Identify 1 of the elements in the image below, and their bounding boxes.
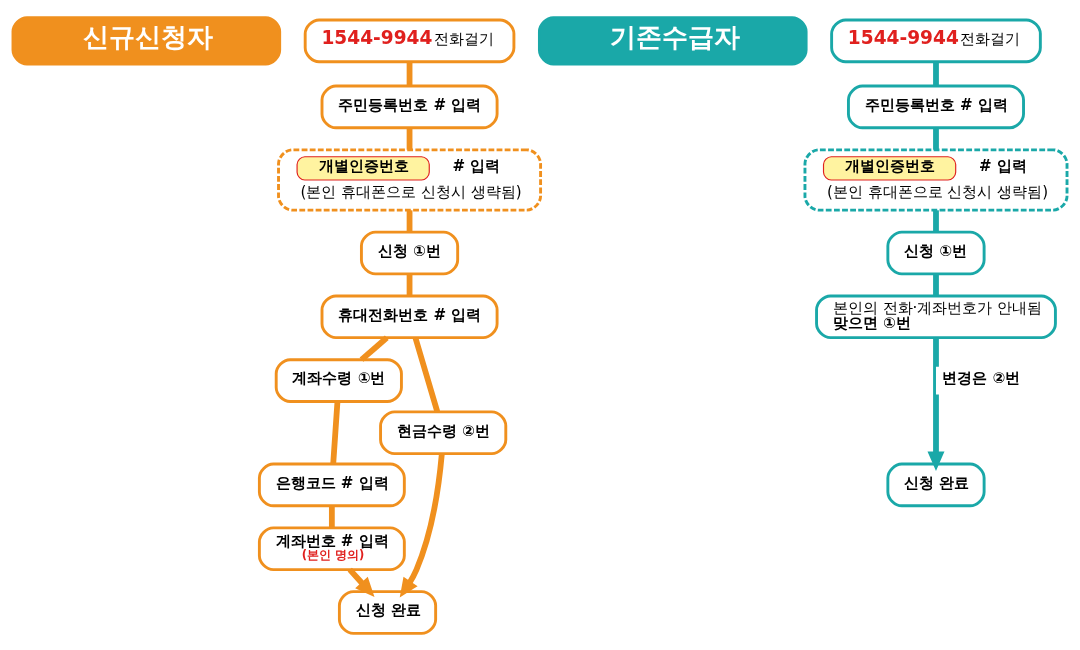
edge-label: 변경은 ②번 bbox=[942, 368, 1021, 387]
